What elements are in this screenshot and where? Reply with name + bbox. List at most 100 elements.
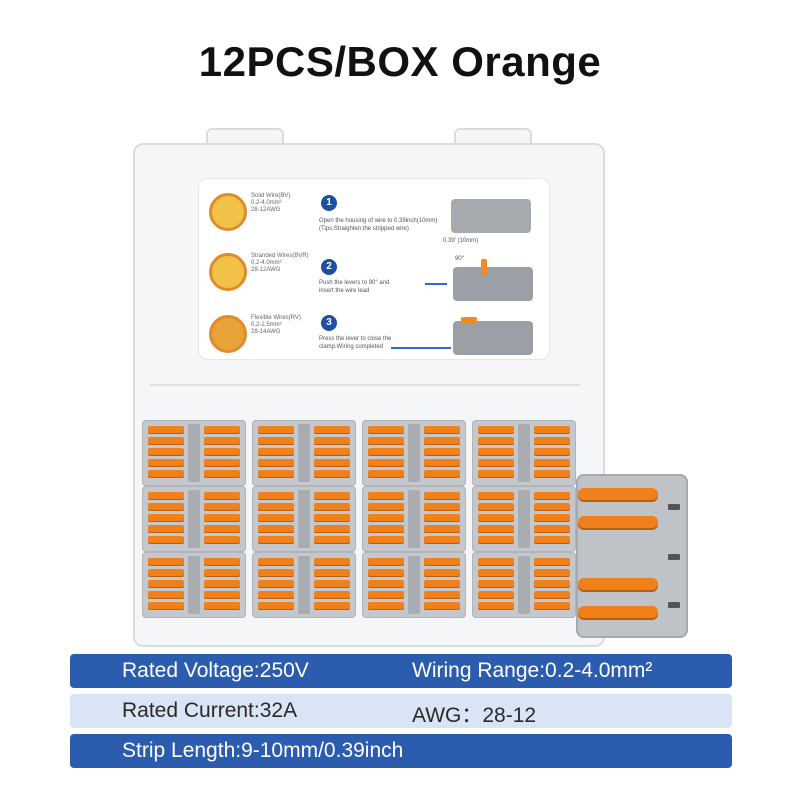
connector-lever (258, 448, 294, 455)
connector-lever (368, 470, 404, 477)
wire-range: 0.2-4.0mm² (251, 200, 282, 206)
connector-lever (314, 492, 350, 499)
connector-lever (314, 426, 350, 433)
connector-body (408, 490, 420, 548)
connector-lever (368, 536, 404, 543)
wire-awg: 28-14AWG (251, 329, 281, 335)
connector-lever (368, 591, 404, 598)
connector-lever (258, 514, 294, 521)
press-arrow-icon (391, 347, 451, 349)
connector-lever (478, 492, 514, 499)
connector-body (188, 424, 200, 482)
solid-wire-icon (209, 193, 247, 231)
connector-lever (314, 437, 350, 444)
wire-awg: 28-12AWG (251, 207, 281, 213)
connector-lever (314, 470, 350, 477)
connector-lever (314, 536, 350, 543)
connector (362, 420, 466, 486)
connector-lever (578, 578, 658, 590)
step-1-badge: 1 (321, 195, 337, 211)
connector-lever (534, 536, 570, 543)
wire-name: Flexible Wires(RV) (251, 315, 301, 321)
wire-name: Solid Wire(BV) (251, 193, 291, 199)
connector-lever (478, 426, 514, 433)
connector-lever (148, 525, 184, 532)
wire-range: 0.2-2.5mm² (251, 322, 282, 328)
connector-lever (258, 426, 294, 433)
connector-body (298, 424, 310, 482)
connector-lever (424, 448, 460, 455)
connector-lever (258, 492, 294, 499)
wire-range: 0.2-4.0mm² (251, 260, 282, 266)
connector (142, 486, 246, 552)
connector-lever (148, 569, 184, 576)
wire-slot (668, 504, 680, 510)
wire-slot (668, 554, 680, 560)
spec-rated-current: Rated Current:32A (122, 699, 298, 722)
connector-lever (424, 580, 460, 587)
step-3-badge: 3 (321, 315, 337, 331)
connector-lever (148, 558, 184, 565)
standing-connector (576, 474, 688, 638)
step-3-lever (461, 317, 477, 323)
connector-lever (368, 580, 404, 587)
connector-lever (204, 448, 240, 455)
connector-lever (314, 448, 350, 455)
box-hinge-divider (150, 384, 580, 386)
connector-lever (314, 580, 350, 587)
connector-lever (314, 602, 350, 609)
connector-lever (148, 437, 184, 444)
connector-lever (204, 525, 240, 532)
connector-lever (204, 580, 240, 587)
connector-lever (204, 470, 240, 477)
connector-lever (534, 426, 570, 433)
connector-lever (534, 558, 570, 565)
connector-lever (368, 558, 404, 565)
connector-lever (204, 591, 240, 598)
connector-lever (148, 426, 184, 433)
connector-lever (148, 459, 184, 466)
connector-lever (478, 569, 514, 576)
connector-lever (258, 459, 294, 466)
connector-lever (424, 470, 460, 477)
spec-row-voltage: Rated Voltage:250V Wiring Range:0.2-4.0m… (70, 654, 732, 688)
connector-lever (534, 591, 570, 598)
connector-lever (314, 459, 350, 466)
stranded-wire-icon (209, 253, 247, 291)
connector-lever (424, 569, 460, 576)
spec-row-strip: Strip Length:9-10mm/0.39inch (70, 734, 732, 768)
step-2-badge: 2 (321, 259, 337, 275)
connector-lever (424, 459, 460, 466)
connector-lever (424, 492, 460, 499)
connector-lever (204, 558, 240, 565)
connector-body (188, 556, 200, 614)
connector-lever (534, 514, 570, 521)
connector-lever (424, 514, 460, 521)
connector-lever (148, 602, 184, 609)
connector-lever (314, 558, 350, 565)
connector-lever (368, 514, 404, 521)
connector-lever (204, 492, 240, 499)
connector-lever (478, 558, 514, 565)
connector-lever (578, 606, 658, 618)
connector-lever (534, 492, 570, 499)
instruction-card: Solid Wire(BV) 0.2-4.0mm² 28-12AWG Stran… (198, 178, 550, 360)
connector-lever (578, 516, 658, 528)
connector-lever (478, 536, 514, 543)
connector-lever (204, 426, 240, 433)
connector-lever (478, 525, 514, 532)
connector-lever (578, 488, 658, 500)
step-1-text: Open the housing of wire to 0.39inch(10m… (319, 218, 438, 232)
connector-lever (314, 525, 350, 532)
step-2-lever (481, 259, 487, 275)
connector-body (188, 490, 200, 548)
connector-lever (258, 569, 294, 576)
connector-lever (534, 437, 570, 444)
insert-arrow-icon (425, 283, 447, 285)
connector-lever (424, 536, 460, 543)
connector-lever (258, 580, 294, 587)
connector-lever (148, 492, 184, 499)
step-3-text: Press the lever to close the clamp.Wirin… (319, 336, 392, 350)
connector-lever (148, 591, 184, 598)
connector-lever (478, 580, 514, 587)
